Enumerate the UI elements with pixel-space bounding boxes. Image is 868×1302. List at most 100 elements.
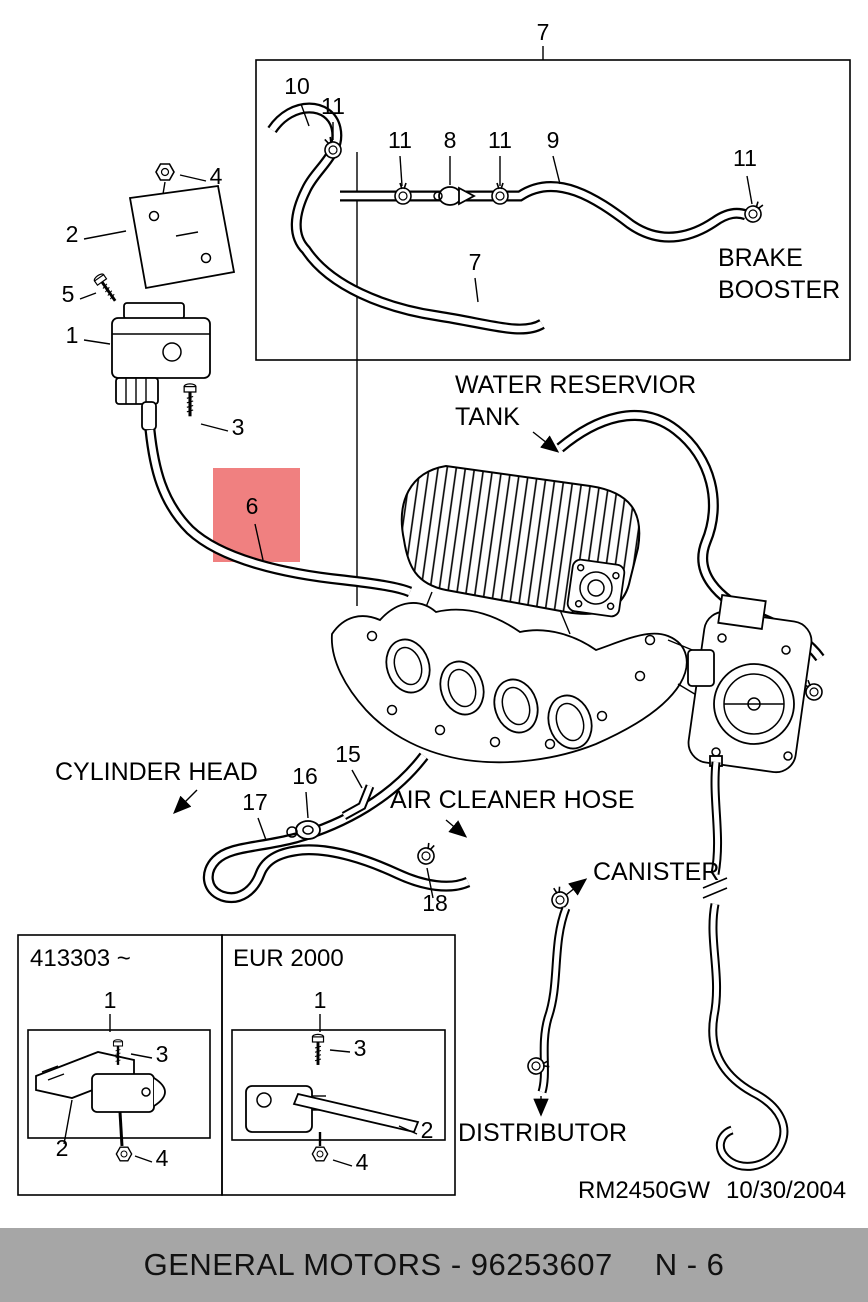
hose-10-7 — [267, 102, 545, 335]
callout-4: 4 — [210, 163, 223, 189]
inset-right-bolt-icon — [311, 1032, 325, 1067]
inset-right-callout-4: 4 — [356, 1149, 369, 1175]
leader-11b — [399, 155, 403, 187]
inset-right-leader-3 — [329, 1049, 351, 1053]
inset-left-nut-icon — [115, 1146, 133, 1162]
plenum-throttle-flange — [566, 558, 626, 618]
inset-right-frame — [221, 934, 456, 1196]
inset-left-callout-4: 4 — [156, 1145, 169, 1171]
leader-7-hose — [474, 277, 479, 303]
inset-right-inner-frame — [231, 1029, 446, 1141]
callout-11a: 11 — [321, 93, 345, 119]
inset-left-leader-2 — [63, 1099, 73, 1145]
cylinder-head-arrow — [173, 789, 198, 814]
highlight-box[interactable] — [213, 468, 300, 562]
inset-right-nut-icon — [311, 1146, 329, 1162]
footer-bar: GENERAL MOTORS - 96253607 N - 6 — [0, 1228, 868, 1302]
label-cylinder-head: CYLINDER HEAD — [55, 758, 258, 786]
canister-arrow — [565, 878, 588, 896]
clamp-11d-icon — [741, 197, 768, 226]
doc-date: 10/30/2004 — [726, 1177, 846, 1204]
leader-17 — [257, 817, 267, 841]
leader-2 — [83, 230, 127, 240]
brake-booster-hose-box: 7 10 11 11 8 11 9 — [255, 19, 851, 606]
footer-title: GENERAL MOTORS - 96253607 — [143, 1247, 613, 1282]
intake-port-2 — [439, 660, 485, 716]
leader-4 — [179, 174, 207, 182]
canister-distributor-group: DISTRIBUTOR CANISTER — [458, 761, 789, 1171]
callout-1: 1 — [66, 322, 79, 348]
leader-1 — [83, 339, 111, 345]
inset-left-stud — [118, 1111, 124, 1147]
throttle-body — [687, 594, 813, 774]
inset-right-leader-4 — [332, 1159, 353, 1167]
highlighted-part-6[interactable]: 6 — [144, 429, 413, 598]
callout-9: 9 — [547, 127, 560, 153]
vacuum-hose-6 — [144, 429, 413, 598]
screw-3-icon — [182, 382, 198, 418]
bracket-2 — [128, 184, 236, 290]
callout-7-box: 7 — [537, 19, 550, 45]
nut-4-icon — [155, 163, 175, 181]
label-distributor: DISTRIBUTOR — [458, 1119, 627, 1147]
label-brake-booster-1: BRAKE — [718, 244, 803, 272]
detail-box-frame — [255, 59, 851, 361]
intake-manifold — [331, 464, 709, 764]
label-brake-booster-2: BOOSTER — [718, 276, 840, 304]
inset-right-sensor — [245, 1085, 313, 1133]
air-cleaner-arrow — [445, 819, 468, 838]
callout-16: 16 — [292, 763, 318, 789]
inset-left-sensor — [91, 1073, 155, 1113]
callout-3: 3 — [232, 414, 245, 440]
inset-left-leader-3 — [130, 1053, 153, 1059]
leader-5 — [79, 292, 97, 300]
doc-code: RM2450GW — [578, 1177, 710, 1204]
elbow-15 — [341, 784, 375, 820]
leader-15 — [351, 769, 363, 789]
leader-9 — [552, 155, 561, 185]
hose-break-mark-2 — [702, 887, 728, 899]
callout-8: 8 — [444, 127, 457, 153]
leader-11d — [746, 175, 753, 205]
callout-6[interactable]: 6 — [246, 493, 259, 519]
callout-18: 18 — [422, 890, 448, 916]
map-sensor-assembly: 4 2 5 1 3 — [62, 163, 245, 440]
leader-10 — [300, 103, 310, 127]
check-valve-inlet — [433, 191, 443, 201]
clamp-11c-icon — [491, 182, 509, 205]
plenum-runner-join-2 — [559, 609, 571, 635]
intake-port-3 — [493, 678, 539, 734]
inset-left-connector — [153, 1077, 166, 1107]
pcv-air-cleaner-group: 15 16 17 18 CYLINDER HEAD AIR CLEANER HO… — [55, 741, 635, 916]
tps-connector — [687, 649, 715, 687]
inset-right-title: EUR 2000 — [233, 945, 344, 972]
map-sensor-1 — [111, 302, 211, 431]
inset-left-callout-3: 3 — [156, 1041, 169, 1067]
hose-break-mark-1 — [702, 877, 728, 889]
inset-right-callout-2: 2 — [421, 1117, 434, 1143]
clamp-canister-icon — [548, 884, 571, 911]
callout-11c: 11 — [488, 127, 512, 153]
check-valve-cone — [458, 186, 476, 206]
diagram-canvas: 7 10 11 11 8 11 9 — [17, 19, 851, 1204]
leader-3 — [200, 423, 229, 432]
leader-18 — [426, 867, 434, 899]
inset-left-leader-4 — [134, 1155, 153, 1163]
water-tank-arrow — [532, 431, 560, 453]
doc-reference: RM2450GW 10/30/2004 — [578, 1177, 846, 1204]
inset-right-callout-1: 1 — [314, 987, 327, 1013]
inset-left-title: 413303 ~ — [30, 945, 131, 972]
leader-16 — [305, 791, 309, 819]
canister-hose — [702, 761, 789, 1171]
inset-left: 413303 ~ 1 3 2 4 — [27, 945, 211, 1171]
throttle-top-boss — [717, 594, 767, 630]
inset-left-callout-1: 1 — [104, 987, 117, 1013]
inset-left-inner-frame — [27, 1029, 211, 1139]
inset-right: EUR 2000 1 3 2 4 — [231, 945, 446, 1175]
clamp-11b-icon — [394, 182, 412, 205]
valve-16 — [286, 820, 321, 840]
callout-5: 5 — [62, 281, 75, 307]
label-water-tank-2: TANK — [455, 403, 520, 431]
inset-left-callout-2: 2 — [56, 1135, 69, 1161]
